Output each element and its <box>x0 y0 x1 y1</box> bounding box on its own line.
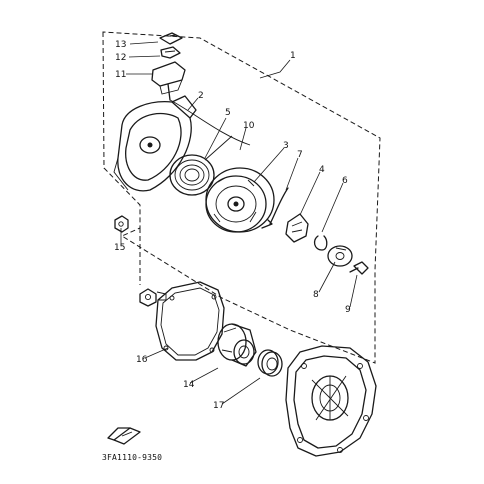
starter-rope <box>169 99 251 146</box>
callout-9: 9 <box>345 305 351 315</box>
starter-handle-part <box>151 61 186 101</box>
nut-part-15 <box>114 215 129 233</box>
callout-16: 16 <box>136 355 148 365</box>
circlip-part <box>313 235 328 251</box>
pawl-part <box>285 213 309 243</box>
sheave-drum-part <box>205 167 275 233</box>
callout-13: 13 <box>115 40 126 50</box>
callout-8: 8 <box>313 290 319 300</box>
callout-1: 1 <box>290 51 296 61</box>
callout-6: 6 <box>342 176 348 186</box>
front-arrow-icon <box>107 427 141 445</box>
callout-12: 12 <box>115 53 126 63</box>
crankcase-cover-part <box>285 345 377 457</box>
gasket-part <box>155 281 225 361</box>
nut-part <box>139 288 167 307</box>
callout-11: 11 <box>115 70 126 80</box>
pawl-spring-part <box>261 187 289 229</box>
callout-3: 3 <box>283 141 289 151</box>
grip-cap-part <box>159 32 183 59</box>
recoil-housing-part <box>113 95 197 192</box>
bolt-part <box>349 261 369 275</box>
friction-plate-part <box>327 245 353 267</box>
drawing-code: 3FA1110-9350 <box>102 453 162 462</box>
recoil-spring-part <box>169 135 233 196</box>
callout-10: 10 <box>243 121 255 131</box>
callout-labels: 1 2 3 4 5 6 7 8 9 10 11 12 13 14 15 16 1… <box>114 40 351 411</box>
callout-2: 2 <box>198 91 204 101</box>
callout-17: 17 <box>213 401 224 411</box>
oil-seal-part <box>257 349 283 377</box>
callout-4: 4 <box>319 165 325 175</box>
callout-5: 5 <box>225 108 231 118</box>
callout-7: 7 <box>297 150 303 160</box>
drive-pulley-part <box>217 323 257 367</box>
callout-15: 15 <box>114 243 125 253</box>
callout-14: 14 <box>183 380 195 390</box>
assembly-boundary <box>102 31 381 364</box>
